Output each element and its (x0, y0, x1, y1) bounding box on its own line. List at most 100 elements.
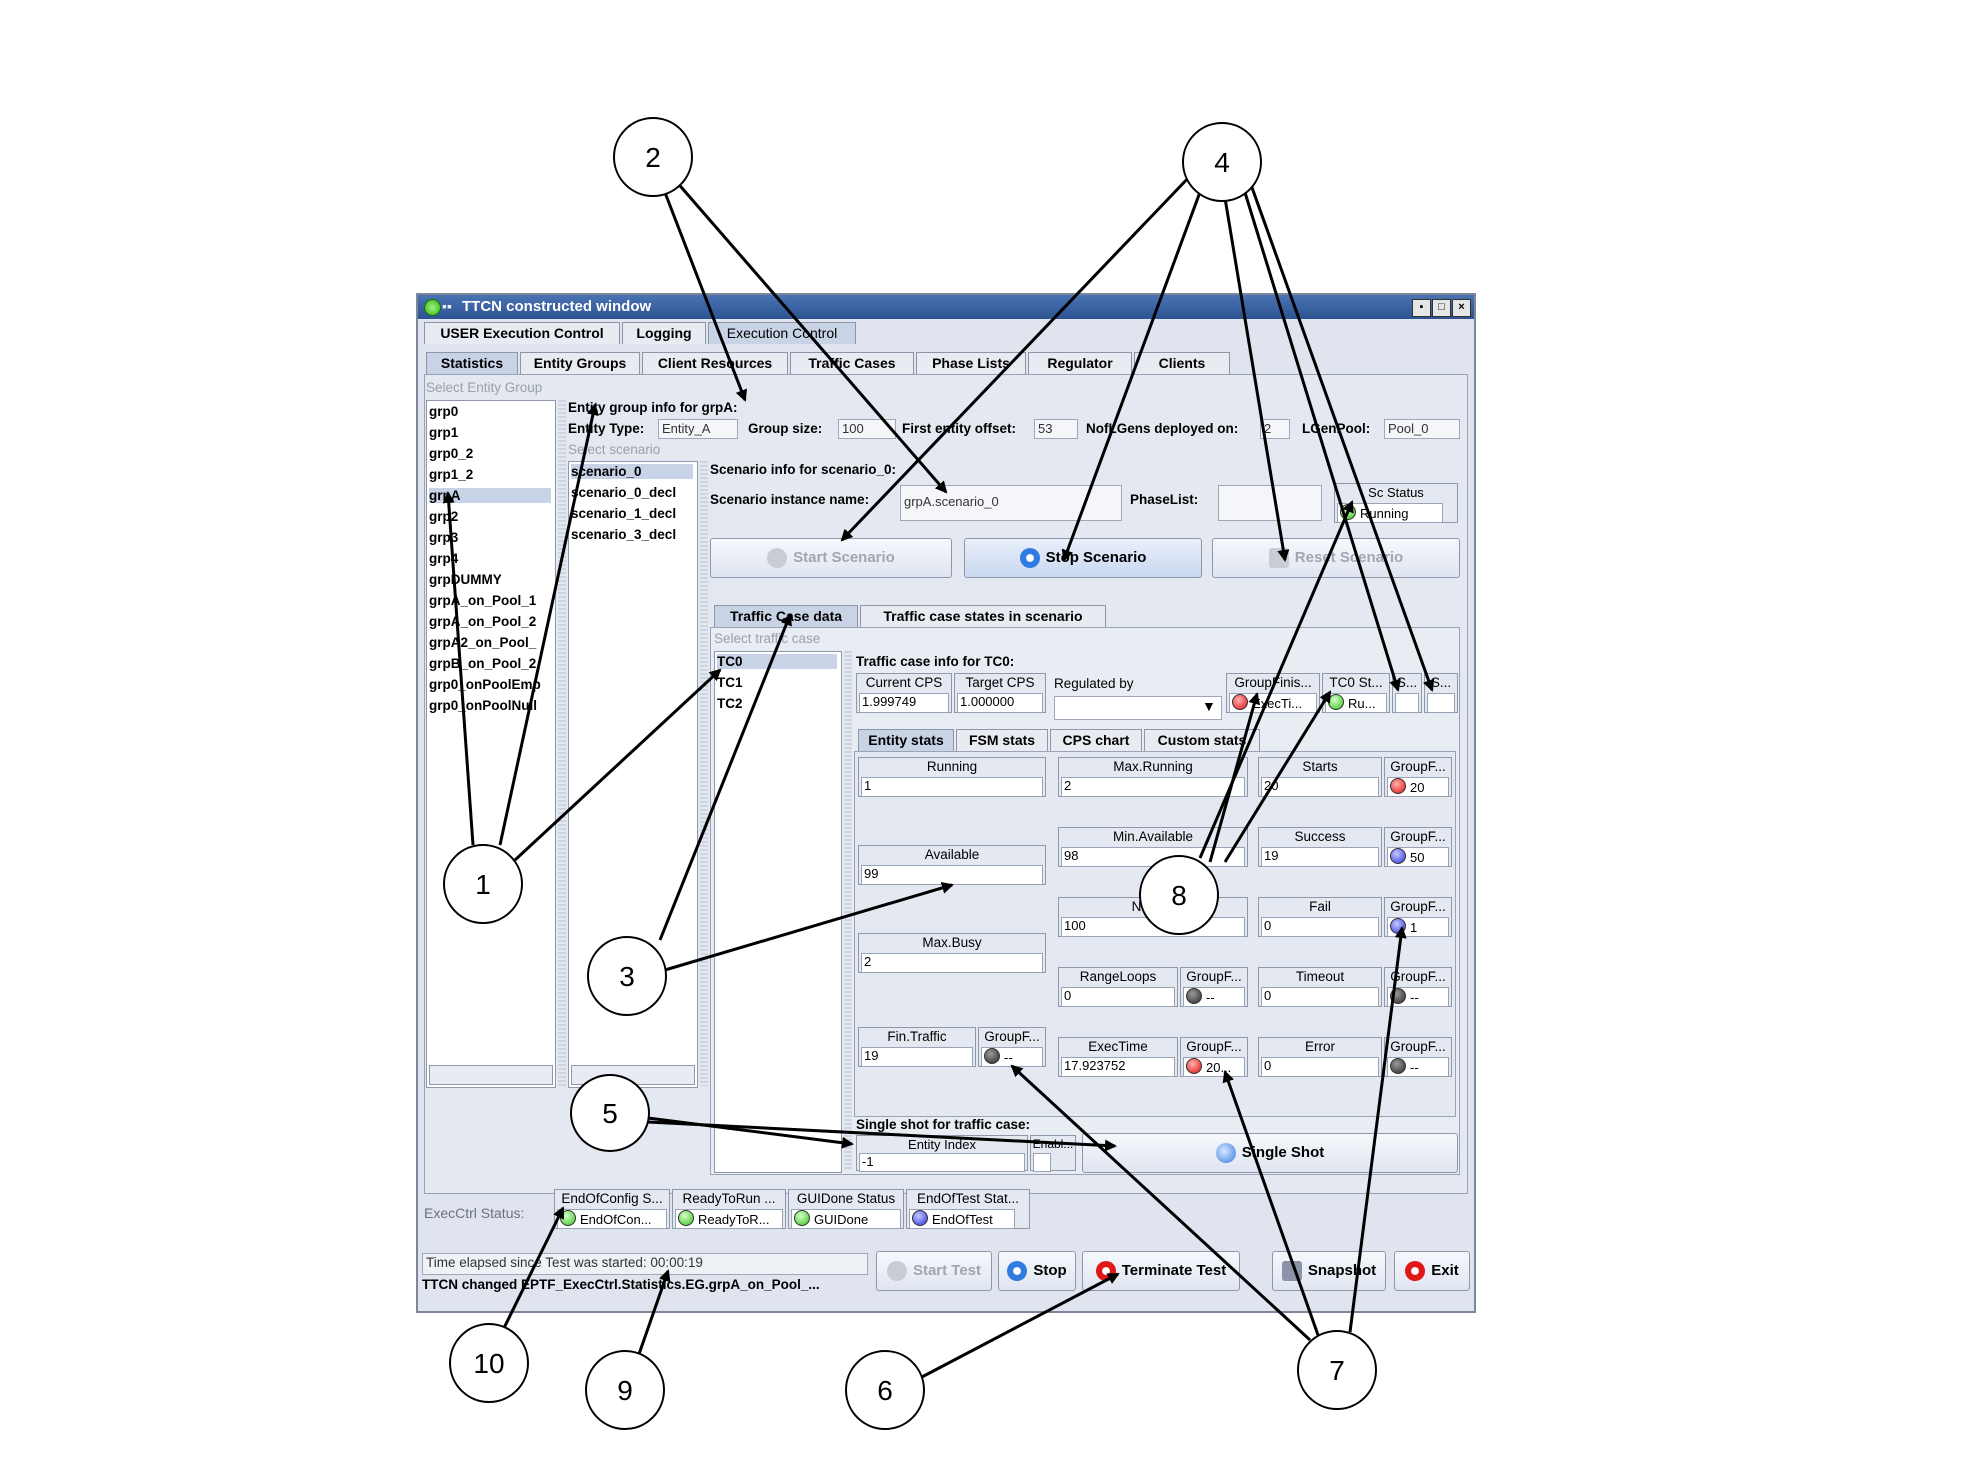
groupf-label: GroupF... (1390, 1039, 1446, 1054)
exit-icon (1405, 1261, 1426, 1282)
list-item[interactable]: grpA_on_Pool_2 (429, 614, 537, 629)
tab-phase-lists[interactable]: Phase Lists (916, 352, 1026, 374)
chevron-down-icon[interactable]: ▼ (1202, 698, 1216, 714)
groupfinish-value: ExecTi... (1229, 693, 1317, 713)
tab-user-execution-control[interactable]: USER Execution Control (424, 322, 620, 344)
error-cell: Error 0 (1258, 1037, 1382, 1077)
timeout-label: Timeout (1295, 969, 1345, 984)
list-item-selected[interactable]: grpA (429, 488, 551, 503)
scenario-instance-label: Scenario instance name: (710, 492, 870, 507)
close-icon[interactable]: × (1452, 299, 1471, 317)
tc-extra-label-2: S... (1430, 675, 1452, 690)
tab-logging[interactable]: Logging (622, 322, 706, 344)
enable-checkbox[interactable] (1033, 1153, 1051, 1172)
list-item[interactable]: grpA2_on_Pool_ (429, 635, 537, 650)
start-test-button[interactable]: Start Test (876, 1251, 992, 1291)
guidone-cell: GUIDone Status GUIDone (788, 1189, 904, 1229)
list-item[interactable]: scenario_1_decl (571, 506, 677, 521)
tab-traffic-cases[interactable]: Traffic Cases (790, 352, 914, 374)
list-item[interactable]: grp1 (429, 425, 459, 440)
tab-client-resources[interactable]: Client Resources (642, 352, 788, 374)
split-divider[interactable] (558, 400, 566, 1086)
snapshot-button[interactable]: Snapshot (1272, 1251, 1386, 1291)
split-divider[interactable] (700, 461, 708, 1086)
scenario-instance-field: grpA.scenario_0 (900, 485, 1122, 521)
list-item[interactable]: TC2 (717, 696, 743, 711)
title-bar: ▪▪ TTCN constructed window ▪ □ × (418, 295, 1474, 319)
wrench-icon (1268, 548, 1289, 569)
tab-regulator[interactable]: Regulator (1028, 352, 1132, 374)
callout-4: 4 (1182, 122, 1262, 202)
entity-group-list[interactable]: grp0 grp1 grp0_2 grp1_2 grpA grp2 grp3 g… (426, 400, 556, 1088)
rangeloops-label: RangeLoops (1079, 969, 1157, 984)
tab-traffic-case-data[interactable]: Traffic Case data (714, 605, 858, 627)
status-led-icon (912, 1210, 928, 1226)
starts-groupf-cell: GroupF... 20 (1384, 757, 1452, 797)
single-shot-button[interactable]: Single Shot (1082, 1133, 1458, 1173)
terminate-test-button[interactable]: Terminate Test (1082, 1251, 1240, 1291)
entity-group-list-header: Select Entity Group (426, 380, 543, 395)
target-cps-label: Target CPS (965, 675, 1035, 690)
split-divider[interactable] (844, 651, 852, 1171)
callout-1: 1 (443, 844, 523, 924)
maximize-icon[interactable]: □ (1432, 299, 1451, 317)
groupf-text: 20... (1206, 1060, 1232, 1075)
stop-button[interactable]: Stop (998, 1251, 1076, 1291)
stop-scenario-label: Stop Scenario (1045, 549, 1147, 566)
minimize-icon[interactable]: ▪ (1412, 299, 1431, 317)
scenario-info-title: Scenario info for scenario_0: (710, 462, 897, 477)
tab-clients[interactable]: Clients (1134, 352, 1230, 374)
groupf-label: GroupF... (1186, 1039, 1242, 1054)
maxrunning-label: Max.Running (1113, 759, 1193, 774)
terminate-test-label: Terminate Test (1121, 1262, 1227, 1279)
play-icon (767, 548, 788, 569)
list-item[interactable]: grp0_onPoolEmp (429, 677, 541, 692)
list-item[interactable]: grp0_2 (429, 446, 474, 461)
traffic-case-list[interactable]: TC0 TC1 TC2 (714, 651, 842, 1173)
list-item-selected[interactable]: scenario_0 (571, 464, 693, 479)
regulated-by-label: Regulated by (1054, 676, 1134, 691)
maxrunning-value: 2 (1061, 777, 1245, 797)
groupfinish-text: ExecTi... (1252, 696, 1303, 711)
status-led-icon (1390, 848, 1406, 864)
groupf-value: -- (1387, 1057, 1449, 1077)
tab-entity-stats[interactable]: Entity stats (858, 729, 954, 751)
status-message: TTCN changed EPTF_ExecCtrl.Statistics.EG… (422, 1277, 820, 1292)
list-item[interactable]: grp0_onPoolNull (429, 698, 537, 713)
tab-custom-stats[interactable]: Custom stats (1144, 729, 1260, 751)
list-item[interactable]: grp4 (429, 551, 459, 566)
list-item[interactable]: scenario_0_decl (571, 485, 677, 500)
starts-value: 20 (1261, 777, 1379, 797)
start-scenario-button[interactable]: Start Scenario (710, 538, 952, 578)
entity-index-field[interactable]: -1 (859, 1153, 1025, 1172)
stop-scenario-button[interactable]: Stop Scenario (964, 538, 1202, 578)
error-groupf-cell: GroupF... -- (1384, 1037, 1452, 1077)
list-item[interactable]: grp1_2 (429, 467, 474, 482)
list-item[interactable]: grpA_on_Pool_1 (429, 593, 537, 608)
tab-fsm-stats[interactable]: FSM stats (956, 729, 1048, 751)
list-item[interactable]: scenario_3_decl (571, 527, 677, 542)
tab-statistics[interactable]: Statistics (426, 352, 518, 374)
tab-traffic-case-states[interactable]: Traffic case states in scenario (860, 605, 1106, 627)
stop-icon (1019, 548, 1040, 569)
endoftest-cell: EndOfTest Stat... EndOfTest (906, 1189, 1030, 1229)
list-item[interactable]: grp2 (429, 509, 459, 524)
list-item[interactable]: grpB_on_Pool_2 (429, 656, 537, 671)
list-item[interactable]: grp0 (429, 404, 459, 419)
list-item[interactable]: grp3 (429, 530, 459, 545)
list-item[interactable]: TC1 (717, 675, 743, 690)
tc-extra-checkbox-2[interactable] (1427, 693, 1455, 713)
tab-execution-control[interactable]: Execution Control (708, 322, 856, 344)
tc-extra-checkbox-1[interactable] (1395, 693, 1419, 713)
regulated-by-dropdown[interactable] (1054, 696, 1222, 720)
tab-entity-groups[interactable]: Entity Groups (520, 352, 640, 374)
reset-scenario-button[interactable]: Reset Scenario (1212, 538, 1460, 578)
tab-cps-chart[interactable]: CPS chart (1050, 729, 1142, 751)
list-item-selected[interactable]: TC0 (717, 654, 837, 669)
exit-button[interactable]: Exit (1394, 1251, 1470, 1291)
group-size-label: Group size: (748, 421, 823, 436)
entity-group-hscrollbar[interactable] (429, 1065, 553, 1085)
list-item[interactable]: grpDUMMY (429, 572, 502, 587)
groupf-text: -- (1410, 990, 1419, 1005)
status-led-icon (1390, 1058, 1406, 1074)
